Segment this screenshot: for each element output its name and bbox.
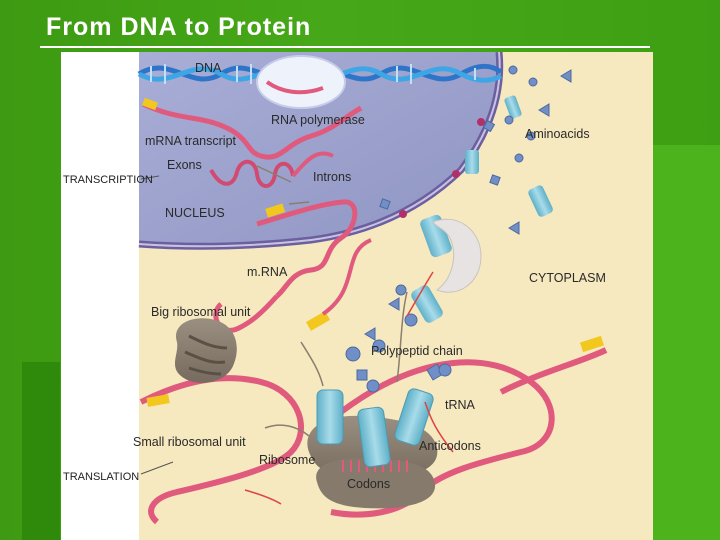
mrna-yellow-start: [146, 394, 170, 407]
label-small-ribosomal-unit: Small ribosomal unit: [133, 435, 246, 449]
label-rna-polymerase: RNA polymerase: [271, 113, 365, 127]
label-exons: Exons: [167, 158, 202, 172]
process-arrow-red: [244, 271, 454, 505]
nascent-rna: [265, 80, 324, 95]
introns-loops: [209, 159, 295, 188]
exon-cap-marker: [265, 203, 286, 218]
label-introns: Introns: [313, 170, 351, 184]
label-transcription: TRANSCRIPTION: [63, 174, 153, 186]
label-arrows: [140, 175, 174, 475]
protein-synthesis-diagram: DNA RNA polymerase mRNA transcript Exons…: [63, 52, 653, 540]
background-decoration-right: [652, 145, 720, 540]
label-cytoplasm: CYTOPLASM: [529, 271, 606, 285]
title-underline: [40, 46, 650, 48]
exon-marker-left: [142, 97, 158, 111]
label-mrna-transcript: mRNA transcript: [145, 134, 237, 148]
label-dna: DNA: [195, 61, 222, 75]
mrna-yellow-cap: [305, 311, 331, 331]
organelle-shape: [432, 218, 482, 293]
label-anticodons: Anticodons: [419, 439, 481, 453]
rna-polymerase: [256, 55, 346, 109]
big-ribosomal-unit: [174, 318, 237, 383]
label-polypeptid-chain: Polypeptid chain: [371, 344, 463, 358]
amino-acids: [345, 65, 572, 393]
mrna-leaving-nucleus: [256, 199, 358, 298]
label-nucleus: NUCLEUS: [165, 206, 225, 220]
label-big-ribosomal-unit: Big ribosomal unit: [151, 305, 251, 319]
mrna-strand-tail: [499, 347, 608, 395]
label-aminoacids: Aminoacids: [525, 127, 590, 141]
label-trna: tRNA: [445, 398, 476, 412]
nucleus: [138, 52, 504, 250]
mrna-transcript-strand: [141, 101, 363, 160]
background-decoration-left: [22, 362, 60, 540]
label-ribosome: Ribosome: [259, 453, 315, 467]
label-mrna: m.RNA: [247, 265, 288, 279]
process-arrows: [256, 165, 408, 437]
mrna-yellow-end: [579, 335, 605, 353]
label-codons: Codons: [347, 477, 390, 491]
slide-title: From DNA to Protein: [46, 13, 312, 41]
diagram-figure: DNA RNA polymerase mRNA transcript Exons…: [61, 52, 653, 540]
label-translation: TRANSLATION: [63, 471, 139, 483]
mrna-cytoplasm-strand: [213, 294, 279, 333]
